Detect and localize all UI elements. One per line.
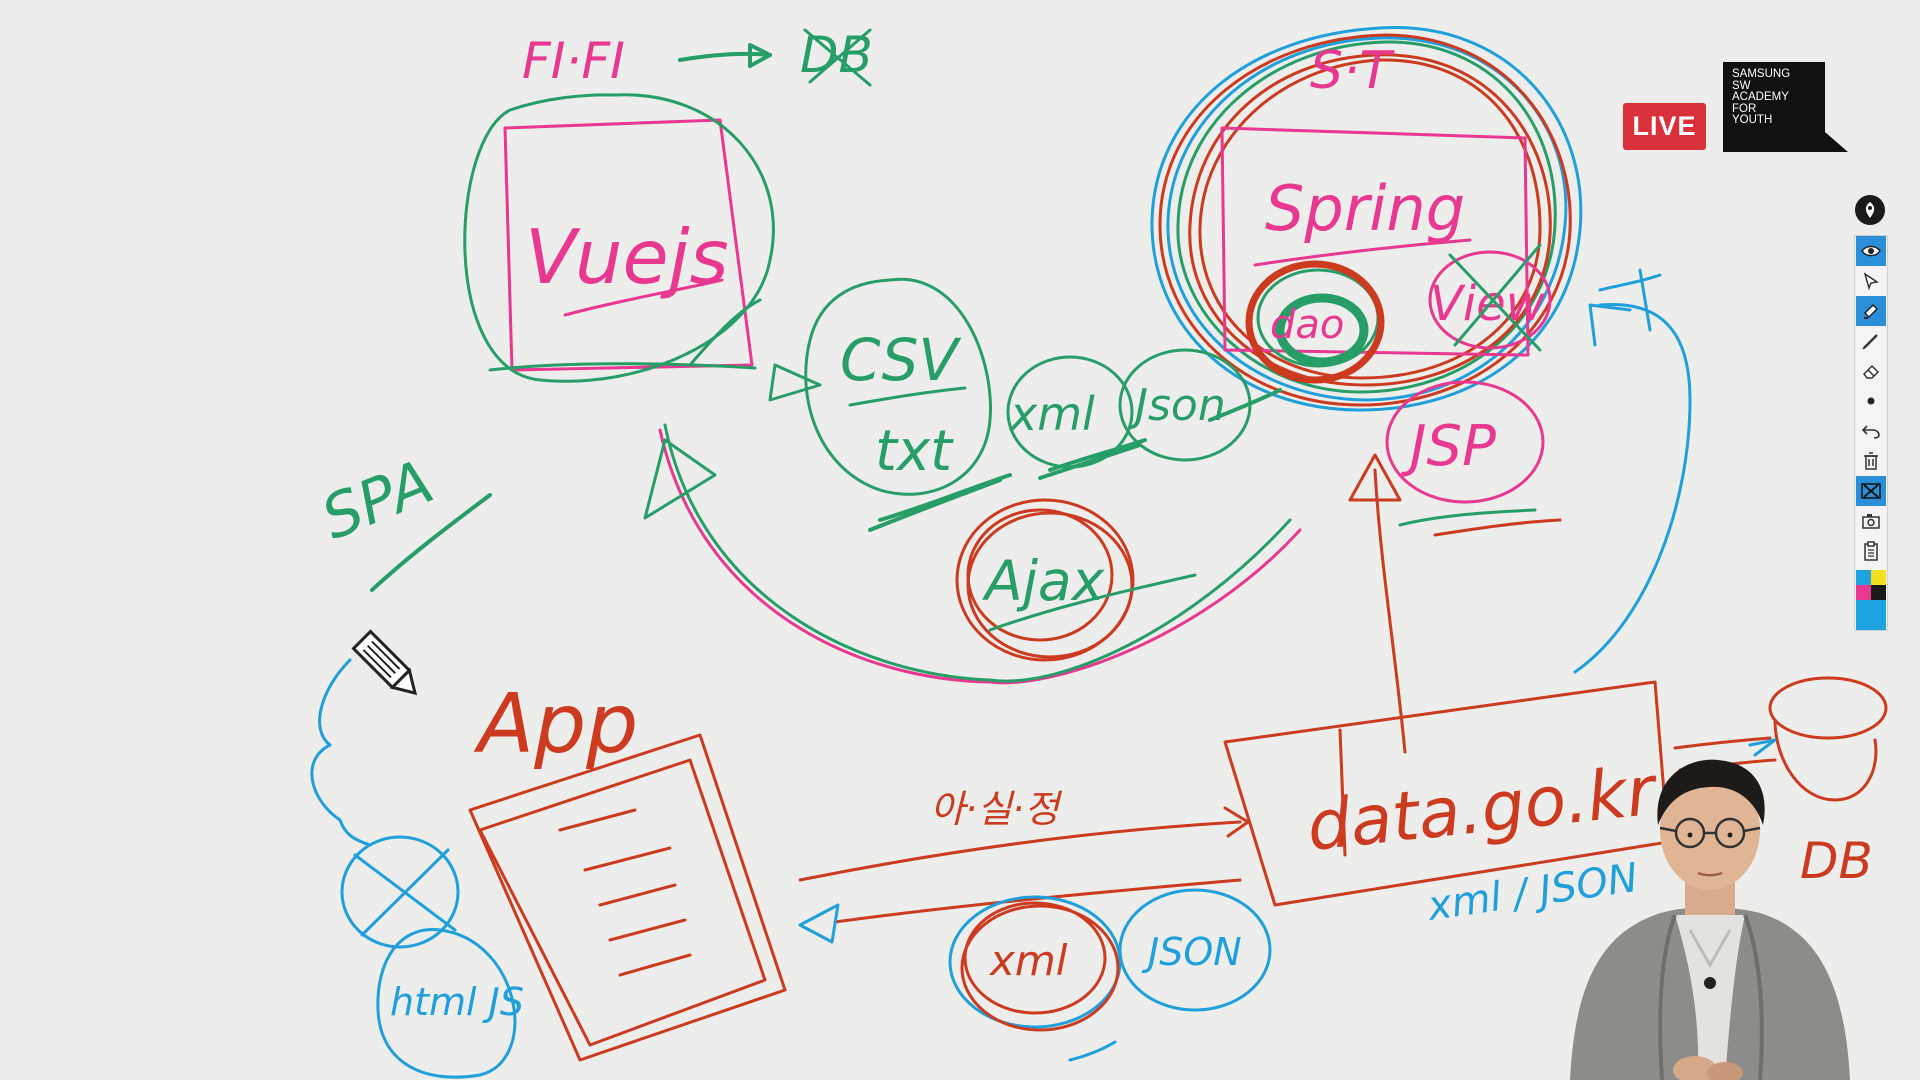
- trash-icon[interactable]: [1856, 446, 1886, 476]
- label-db-right: DB: [1800, 832, 1873, 890]
- pen-nib-icon[interactable]: [1855, 195, 1885, 225]
- pencil-cursor-icon: [351, 629, 418, 696]
- toolbar-body: [1854, 235, 1888, 631]
- logo-text: SAMSUNG SW ACADEMY FOR YOUTH: [1732, 68, 1791, 126]
- label-view: View: [1430, 276, 1546, 332]
- format-cluster: CSV txt xml Json Ajax: [643, 277, 1302, 685]
- color-swatch-blue[interactable]: [1856, 570, 1871, 585]
- label-xml-bottom: xml: [988, 936, 1068, 985]
- label-ff: FI·FI: [522, 32, 625, 90]
- highlighter-icon[interactable]: [1856, 296, 1886, 326]
- dot-icon[interactable]: [1856, 386, 1886, 416]
- view-icon[interactable]: [1856, 236, 1886, 266]
- label-st: S·T: [1310, 41, 1396, 101]
- label-xml-mid: xml: [1008, 387, 1095, 441]
- clear-icon[interactable]: [1856, 476, 1886, 506]
- label-vuejs: Vuejs: [525, 213, 729, 301]
- color-swatch-yellow[interactable]: [1871, 570, 1886, 585]
- color-swatch-blue-large[interactable]: [1856, 600, 1886, 630]
- label-spring: Spring: [1265, 172, 1465, 245]
- samsung-academy-logo: SAMSUNG SW ACADEMY FOR YOUTH: [1723, 62, 1848, 152]
- color-palette: [1856, 570, 1886, 600]
- undo-icon[interactable]: [1856, 416, 1886, 446]
- presenter-webcam: [1570, 759, 1850, 1080]
- label-json-mid: Json: [1127, 380, 1226, 431]
- app-device: App html JS: [310, 658, 787, 1079]
- label-json-bottom: JSON: [1141, 930, 1242, 974]
- eraser-icon[interactable]: [1856, 356, 1886, 386]
- label-spa: SPA: [312, 447, 442, 554]
- label-app: App: [473, 677, 638, 772]
- label-csv: CSV: [840, 326, 962, 394]
- pen-icon[interactable]: [1856, 326, 1886, 356]
- spring-cluster: S·T Spring dao View JSP: [1150, 26, 1583, 754]
- annotation-toolbar: [1854, 195, 1888, 631]
- label-dao: dao: [1270, 302, 1344, 348]
- color-swatch-pink[interactable]: [1856, 585, 1871, 600]
- camera-icon[interactable]: [1856, 506, 1886, 536]
- vuejs-box: Vuejs: [463, 93, 775, 383]
- color-swatch-black[interactable]: [1871, 585, 1886, 600]
- data-go-kr-box: data.go.kr 아·실·정 xml JSON xml / JSON: [798, 680, 1670, 1062]
- label-korean-note: 아·실·정: [930, 787, 1063, 831]
- pointer-icon[interactable]: [1856, 266, 1886, 296]
- live-badge: LIVE: [1623, 103, 1706, 150]
- label-jsp: JSP: [1400, 414, 1496, 479]
- label-html-js: html JS: [390, 980, 524, 1024]
- clipboard-icon[interactable]: [1856, 536, 1886, 566]
- label-txt: txt: [875, 419, 954, 484]
- label-ajax: Ajax: [982, 549, 1105, 613]
